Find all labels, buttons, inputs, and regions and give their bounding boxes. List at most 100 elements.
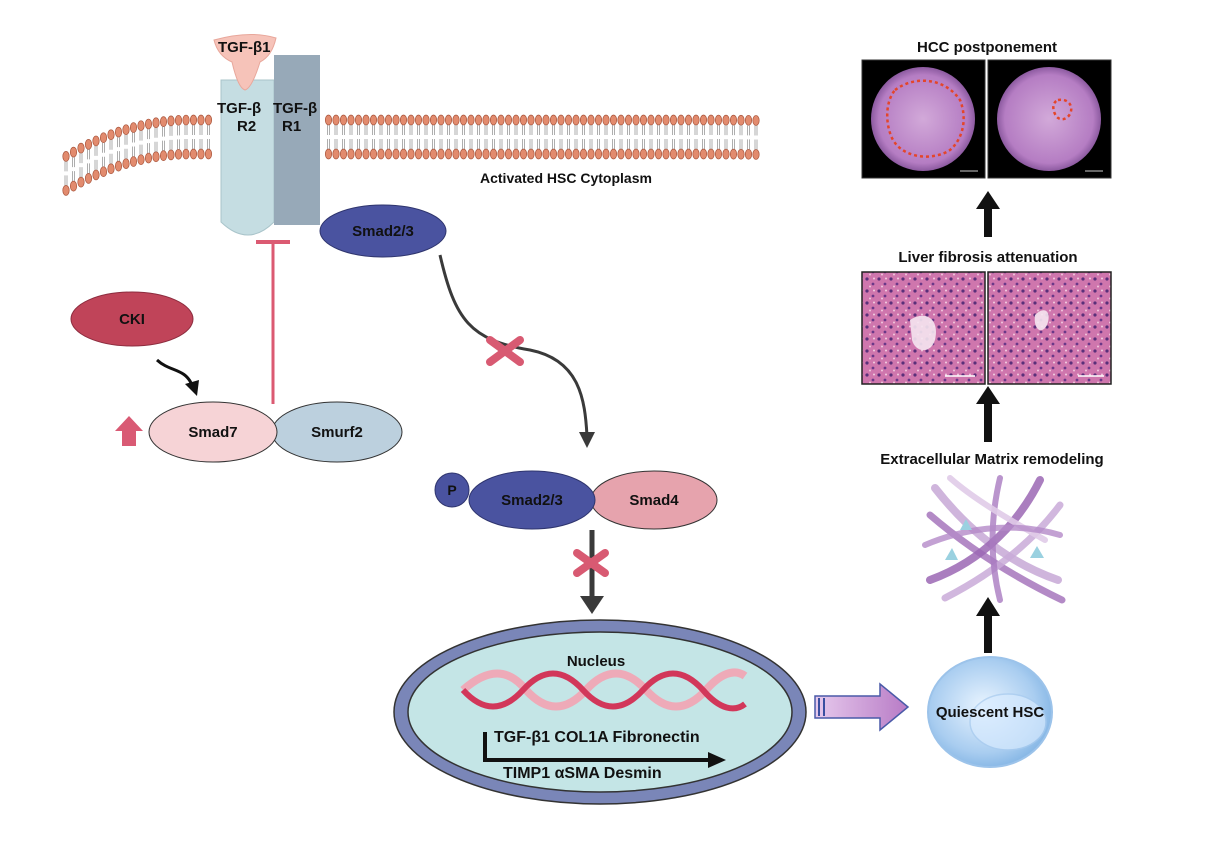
lipid-head bbox=[197, 114, 205, 126]
lipid-head bbox=[189, 148, 198, 160]
lipid-head bbox=[137, 120, 145, 132]
lipid-head bbox=[534, 148, 543, 160]
phosphate-label: P bbox=[447, 482, 456, 498]
lipid-head bbox=[744, 148, 753, 160]
lipid-head bbox=[84, 139, 93, 150]
extracellular-matrix-fibers-icon bbox=[922, 475, 1066, 604]
lipid-head bbox=[107, 129, 115, 141]
lipid-head bbox=[189, 114, 198, 126]
fibrosis-image-treated bbox=[987, 271, 1112, 385]
lipid-head bbox=[722, 148, 730, 160]
lipid-head bbox=[339, 114, 348, 126]
tgf-beta1-ligand bbox=[213, 34, 277, 91]
lipid-head bbox=[549, 114, 558, 126]
lipid-head bbox=[504, 148, 513, 160]
lipid-head bbox=[707, 148, 715, 160]
lipid-head bbox=[452, 114, 460, 126]
lipid-head bbox=[69, 180, 78, 192]
ligand-label: TGF-β1 bbox=[218, 39, 271, 56]
lipid-head bbox=[594, 148, 603, 160]
lipid-head bbox=[557, 114, 565, 126]
lipid-head bbox=[444, 114, 453, 126]
lipid-head bbox=[354, 148, 363, 160]
cki-to-smad7-arrow bbox=[155, 358, 199, 396]
lipid-head bbox=[444, 148, 453, 160]
lipid-head bbox=[167, 149, 175, 161]
smad23-node bbox=[319, 204, 447, 258]
lipid-head bbox=[579, 114, 588, 126]
fibrosis-attenuation-label: Liver fibrosis attenuation bbox=[898, 249, 1077, 266]
lipid-head bbox=[62, 151, 70, 162]
lipid-head bbox=[92, 135, 100, 147]
lipid-head bbox=[422, 114, 430, 126]
lipid-head bbox=[332, 114, 340, 126]
cki-label: CKI bbox=[119, 311, 145, 328]
lipid-head bbox=[174, 114, 183, 126]
lipid-head bbox=[714, 114, 723, 126]
lipid-head bbox=[182, 114, 190, 126]
lipid-head bbox=[99, 166, 108, 178]
lipid-head bbox=[77, 142, 85, 154]
ecm-remodeling-label: Extracellular Matrix remodeling bbox=[880, 451, 1103, 468]
lipid-head bbox=[489, 114, 498, 126]
lipid-head bbox=[399, 148, 408, 160]
lipid-head bbox=[152, 151, 160, 163]
lipid-head bbox=[594, 114, 603, 126]
lipid-head bbox=[564, 114, 573, 126]
lipid-head bbox=[452, 148, 460, 160]
lipid-head bbox=[144, 118, 153, 130]
lipid-head bbox=[122, 124, 130, 136]
upregulation-arrow-icon bbox=[115, 416, 143, 446]
lipid-head bbox=[354, 114, 363, 126]
lipid-head bbox=[399, 114, 408, 126]
lipid-head bbox=[519, 114, 528, 126]
hcc-postponement-label: HCC postponement bbox=[917, 39, 1057, 56]
lipid-head bbox=[414, 148, 423, 160]
lipid-head bbox=[602, 114, 610, 126]
lipid-head bbox=[669, 148, 678, 160]
smad7-node bbox=[148, 401, 278, 463]
lipid-head bbox=[587, 148, 595, 160]
block-x-icon-lower bbox=[573, 549, 609, 577]
smad23-complex-label: Smad2/3 bbox=[501, 492, 563, 509]
lipid-head bbox=[144, 152, 153, 164]
phosphate-node bbox=[434, 472, 470, 508]
lipid-head bbox=[639, 148, 648, 160]
tgf-beta-r2-receptor bbox=[220, 79, 275, 236]
lipid-head bbox=[609, 114, 618, 126]
smad23-label: Smad2/3 bbox=[352, 223, 414, 240]
hcc-histology-panels bbox=[861, 59, 1112, 179]
lipid-head bbox=[579, 148, 588, 160]
lipid-head bbox=[692, 148, 700, 160]
lipid-head bbox=[167, 115, 175, 127]
lipid-head bbox=[497, 148, 505, 160]
lipid-head bbox=[527, 148, 535, 160]
lipid-head bbox=[129, 122, 138, 133]
lipid-head bbox=[414, 114, 423, 126]
lipid-head bbox=[324, 148, 333, 160]
lipid-head bbox=[542, 148, 550, 160]
target-genes-row2: TIMP1 αSMA Desmin bbox=[503, 765, 662, 782]
lipid-head bbox=[632, 114, 640, 126]
lipid-head bbox=[474, 114, 483, 126]
lipid-head bbox=[647, 148, 655, 160]
lipid-head bbox=[632, 148, 640, 160]
nucleus-label: Nucleus bbox=[567, 653, 625, 670]
lipid-head bbox=[572, 114, 580, 126]
lipid-head bbox=[707, 114, 715, 126]
lipid-head bbox=[512, 148, 520, 160]
lipid-head bbox=[84, 173, 93, 184]
lipid-head bbox=[62, 185, 70, 196]
lipid-head bbox=[737, 114, 745, 126]
lipid-head bbox=[407, 148, 415, 160]
smurf2-label: Smurf2 bbox=[311, 424, 363, 441]
lipid-head bbox=[137, 154, 145, 166]
lipid-head bbox=[564, 148, 573, 160]
lipid-head bbox=[669, 114, 678, 126]
lipid-head bbox=[542, 114, 550, 126]
lipid-head bbox=[519, 148, 528, 160]
lipid-head bbox=[182, 148, 190, 160]
lipid-head bbox=[549, 148, 558, 160]
lipid-head bbox=[572, 148, 580, 160]
